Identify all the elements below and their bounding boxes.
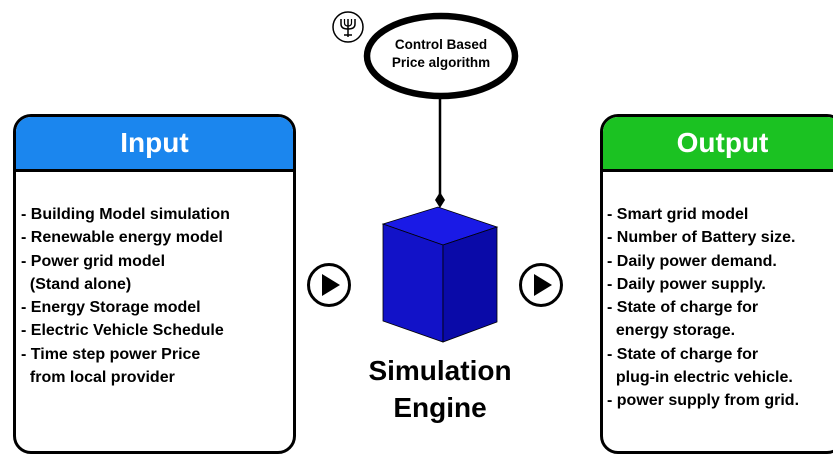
output-panel: Output - Smart grid model - Number of Ba… [600, 114, 833, 454]
list-item: - Time step power Price [21, 345, 201, 363]
list-item: - power supply from grid. [607, 392, 800, 410]
list-item: - Building Model simulation [21, 206, 230, 223]
list-item: plug-in electric vehicle. [607, 369, 793, 387]
play-arrow-icon [519, 263, 563, 307]
output-list: - Smart grid model - Number of Battery s… [607, 203, 799, 413]
list-item: (Stand alone) [21, 275, 132, 293]
list-item: - Daily power supply. [607, 275, 766, 293]
algorithm-label-line2: Price algorithm [391, 55, 491, 70]
play-arrow-icon [307, 263, 351, 307]
engine-label-line1: Simulation [368, 355, 512, 386]
algorithm-symbol-icon [332, 11, 364, 43]
input-list: - Building Model simulation - Renewable … [21, 203, 230, 389]
input-header: Input [16, 117, 293, 172]
list-item: - Daily power demand. [607, 252, 777, 270]
list-item: - State of charge for [607, 299, 759, 317]
list-item: - State of charge for [607, 345, 759, 363]
connector-diamond [435, 192, 445, 208]
input-panel: Input - Building Model simulation - Rene… [13, 114, 296, 454]
list-item: - Energy Storage model [21, 299, 201, 317]
cube-side-face [442, 226, 498, 343]
cube-front-face [382, 223, 444, 343]
list-item: - Number of Battery size. [607, 229, 796, 247]
list-item: from local provider [21, 369, 175, 387]
list-item: - Electric Vehicle Schedule [21, 322, 224, 340]
list-item: energy storage. [607, 322, 736, 340]
algorithm-label-line1: Control Based [394, 37, 488, 52]
list-item: - Power grid model [21, 252, 166, 270]
list-item: - Renewable energy model [21, 229, 223, 247]
engine-label: Simulation Engine [340, 352, 540, 426]
algorithm-label: Control Based Price algorithm [370, 36, 512, 72]
output-header: Output [603, 117, 833, 172]
list-item: - Smart grid model [607, 206, 749, 223]
engine-label-line2: Engine [393, 392, 487, 423]
